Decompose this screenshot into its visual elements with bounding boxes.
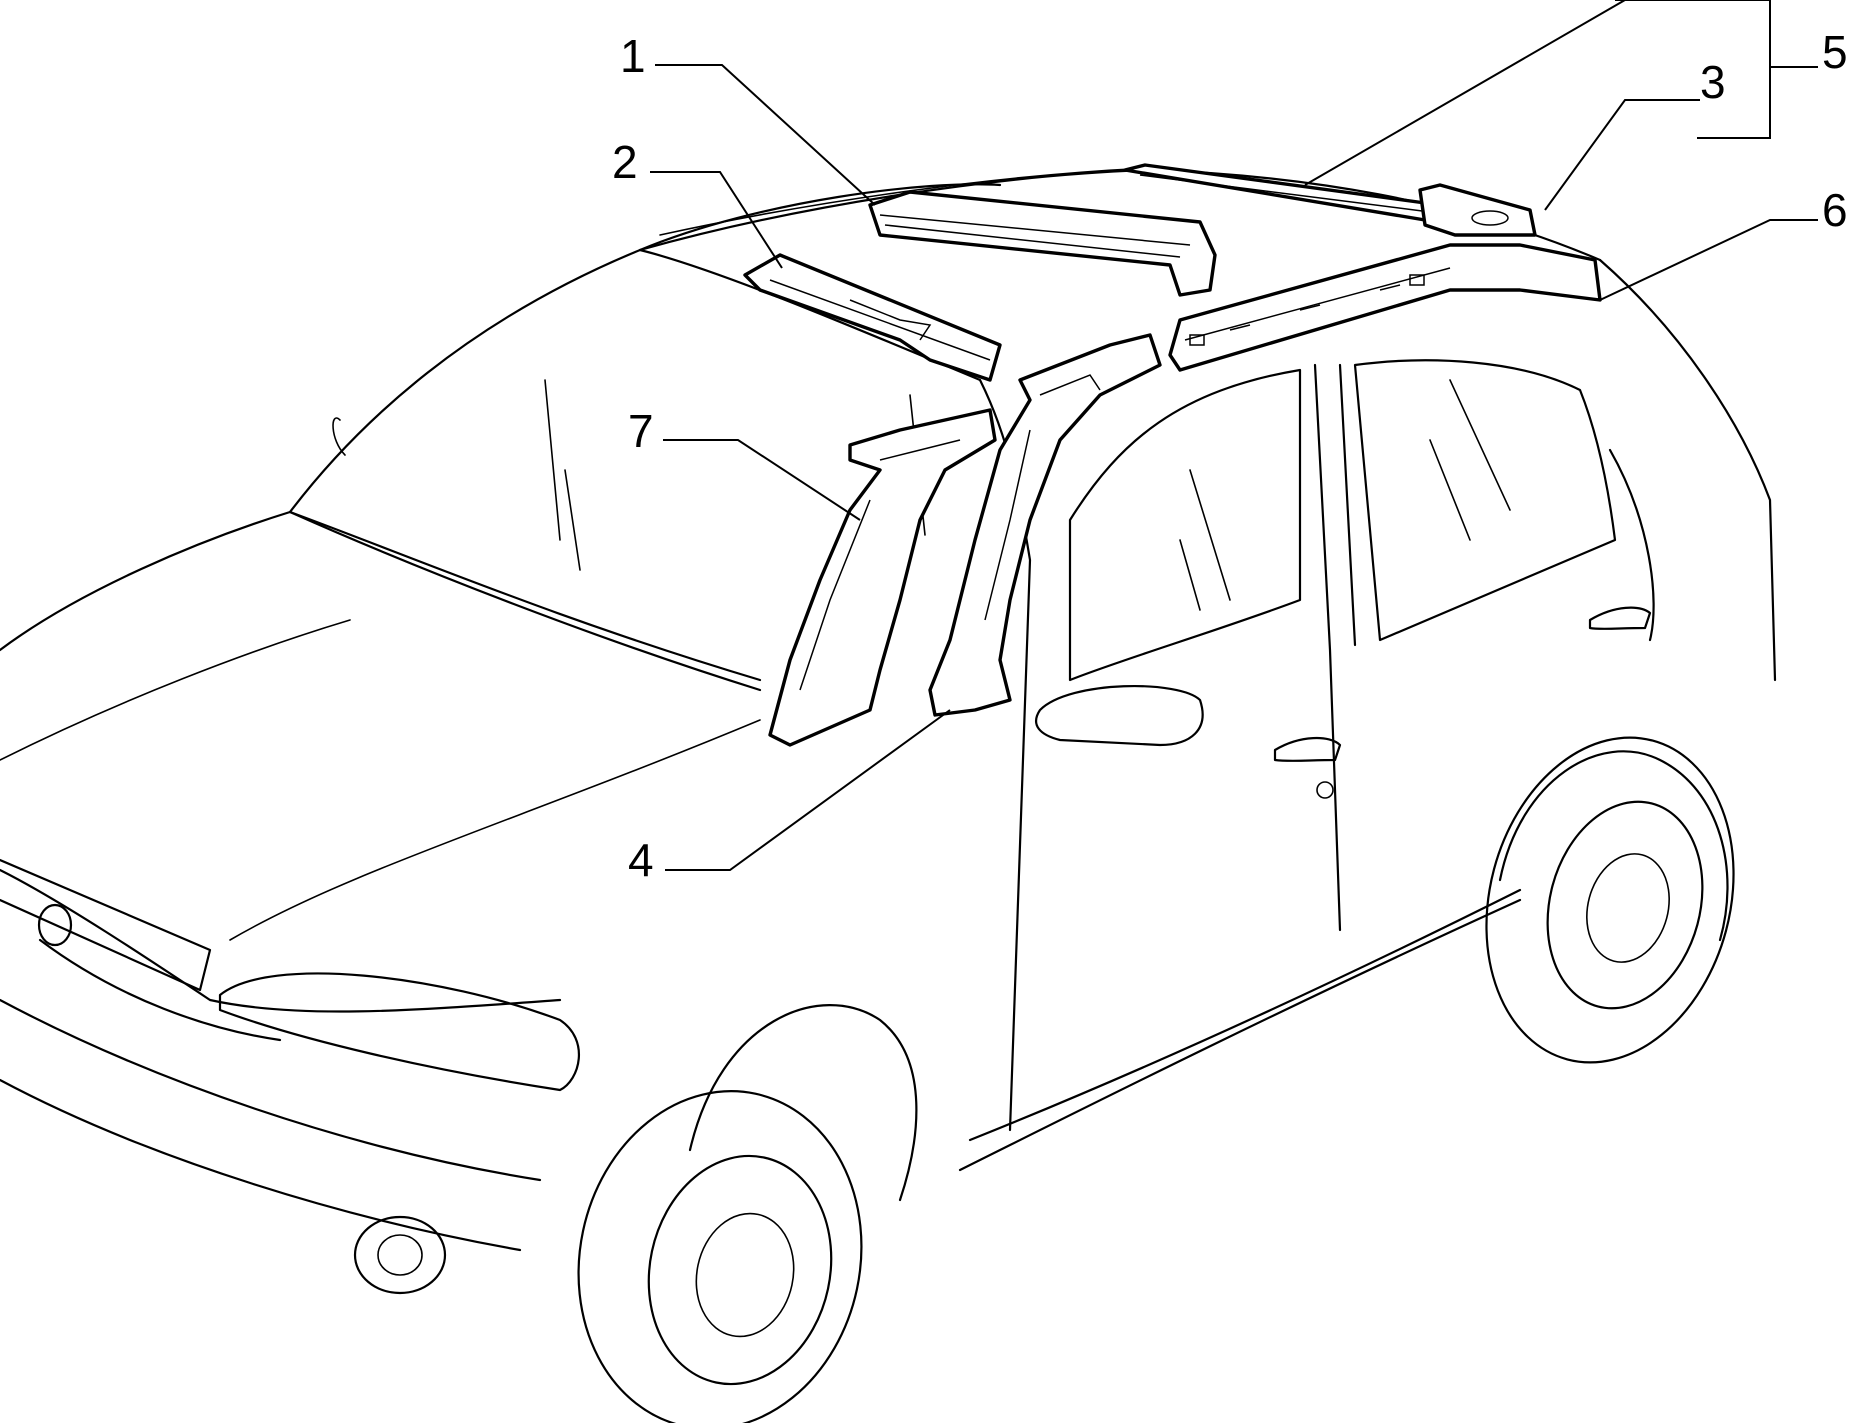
- part-5-rear-roof-strip: [1123, 163, 1442, 222]
- callout-5: 5: [1822, 26, 1848, 78]
- part-1-roof-crossmember-front: [868, 190, 1217, 297]
- part-3-rear-roof-bracket: [1418, 183, 1537, 237]
- callout-1: 1: [620, 30, 646, 82]
- part-2-windscreen-header: [743, 253, 1002, 382]
- callout-7: 7: [628, 405, 654, 457]
- callout-2: 2: [612, 136, 638, 188]
- callout-4: 4: [628, 834, 654, 886]
- callout-3: 3: [1700, 56, 1726, 108]
- part-4-a-pillar-outer: [928, 333, 1162, 717]
- leader-lines: [650, 0, 1818, 871]
- part-7-a-pillar-inner: [768, 408, 997, 747]
- callout-numbers: 1 2 3 4 5 6 7: [612, 26, 1848, 886]
- car-body: [0, 167, 1777, 1428]
- part-6-side-roof-rail: [1168, 243, 1602, 372]
- callout-6: 6: [1822, 184, 1848, 236]
